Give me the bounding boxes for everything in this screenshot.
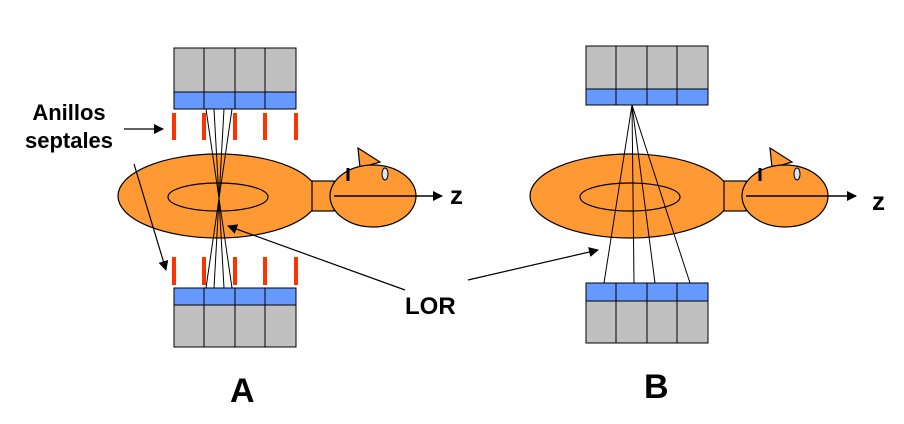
lor-arrow-b	[467, 247, 599, 281]
panel-b	[529, 45, 857, 344]
patient-b	[529, 146, 829, 239]
lor-lines-b	[603, 104, 691, 284]
lor-lines-a	[205, 108, 233, 289]
z-axis-label-a: z	[450, 180, 463, 210]
top-detector-a	[173, 47, 297, 110]
panel-a-label: A	[230, 372, 255, 410]
bottom-septa-a	[172, 257, 298, 285]
top-septa-a	[172, 113, 298, 140]
septal-rings-label: Anillos septales	[14, 99, 124, 155]
z-axis-label-b: z	[872, 186, 885, 216]
bottom-detector-a	[173, 287, 297, 348]
septal-rings-label-line2: septales	[24, 128, 114, 153]
lor-arrow-a	[227, 224, 406, 291]
lor-label: LOR	[405, 293, 456, 320]
panel-b-label: B	[644, 368, 669, 406]
septal-rings-label-line1: Anillos	[32, 100, 106, 125]
bottom-detector-b	[585, 282, 709, 344]
top-detector-b	[585, 45, 709, 106]
patient-a	[117, 146, 417, 239]
panel-a	[117, 47, 443, 348]
septa-arrow-bottom	[133, 163, 169, 271]
